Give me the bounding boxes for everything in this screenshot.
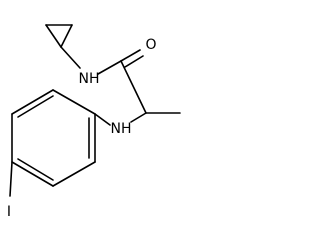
bond-co-1 (120, 49, 141, 62)
benzene-ring (11, 89, 96, 187)
ring-bond-3 (11, 161, 54, 187)
bond-ring-to-iodine (9, 161, 13, 197)
bond-co-2 (124, 55, 144, 68)
bond-cp-left-bottom (45, 24, 62, 48)
atom-label-iodine: I (7, 204, 11, 220)
atom-label-oxygen: O (145, 37, 156, 53)
atom-label-nh-amine: NH (111, 121, 132, 137)
ring-bond-6 (52, 89, 96, 115)
ring-bond-2 (52, 161, 96, 187)
bond-alpha-to-nh (130, 112, 147, 123)
ring-inner-double-upper-left (17, 95, 54, 118)
bond-nh-to-carbonyl-c (97, 60, 122, 75)
bond-nh-to-aryl (94, 113, 111, 126)
ring-bond-5 (11, 89, 54, 115)
bond-cp-to-nh (60, 46, 81, 69)
bond-cp-right-bottom (60, 24, 73, 48)
carbonyl-double-bond (120, 49, 144, 68)
bond-carbonyl-to-alpha (120, 60, 147, 114)
ring-inner-double-lower-left (17, 158, 54, 181)
atom-label-nh-amide: NH (79, 71, 100, 87)
molecule-structure-diagram: NH O NH I (7, 24, 181, 220)
cyclopropyl-ring (45, 24, 73, 48)
